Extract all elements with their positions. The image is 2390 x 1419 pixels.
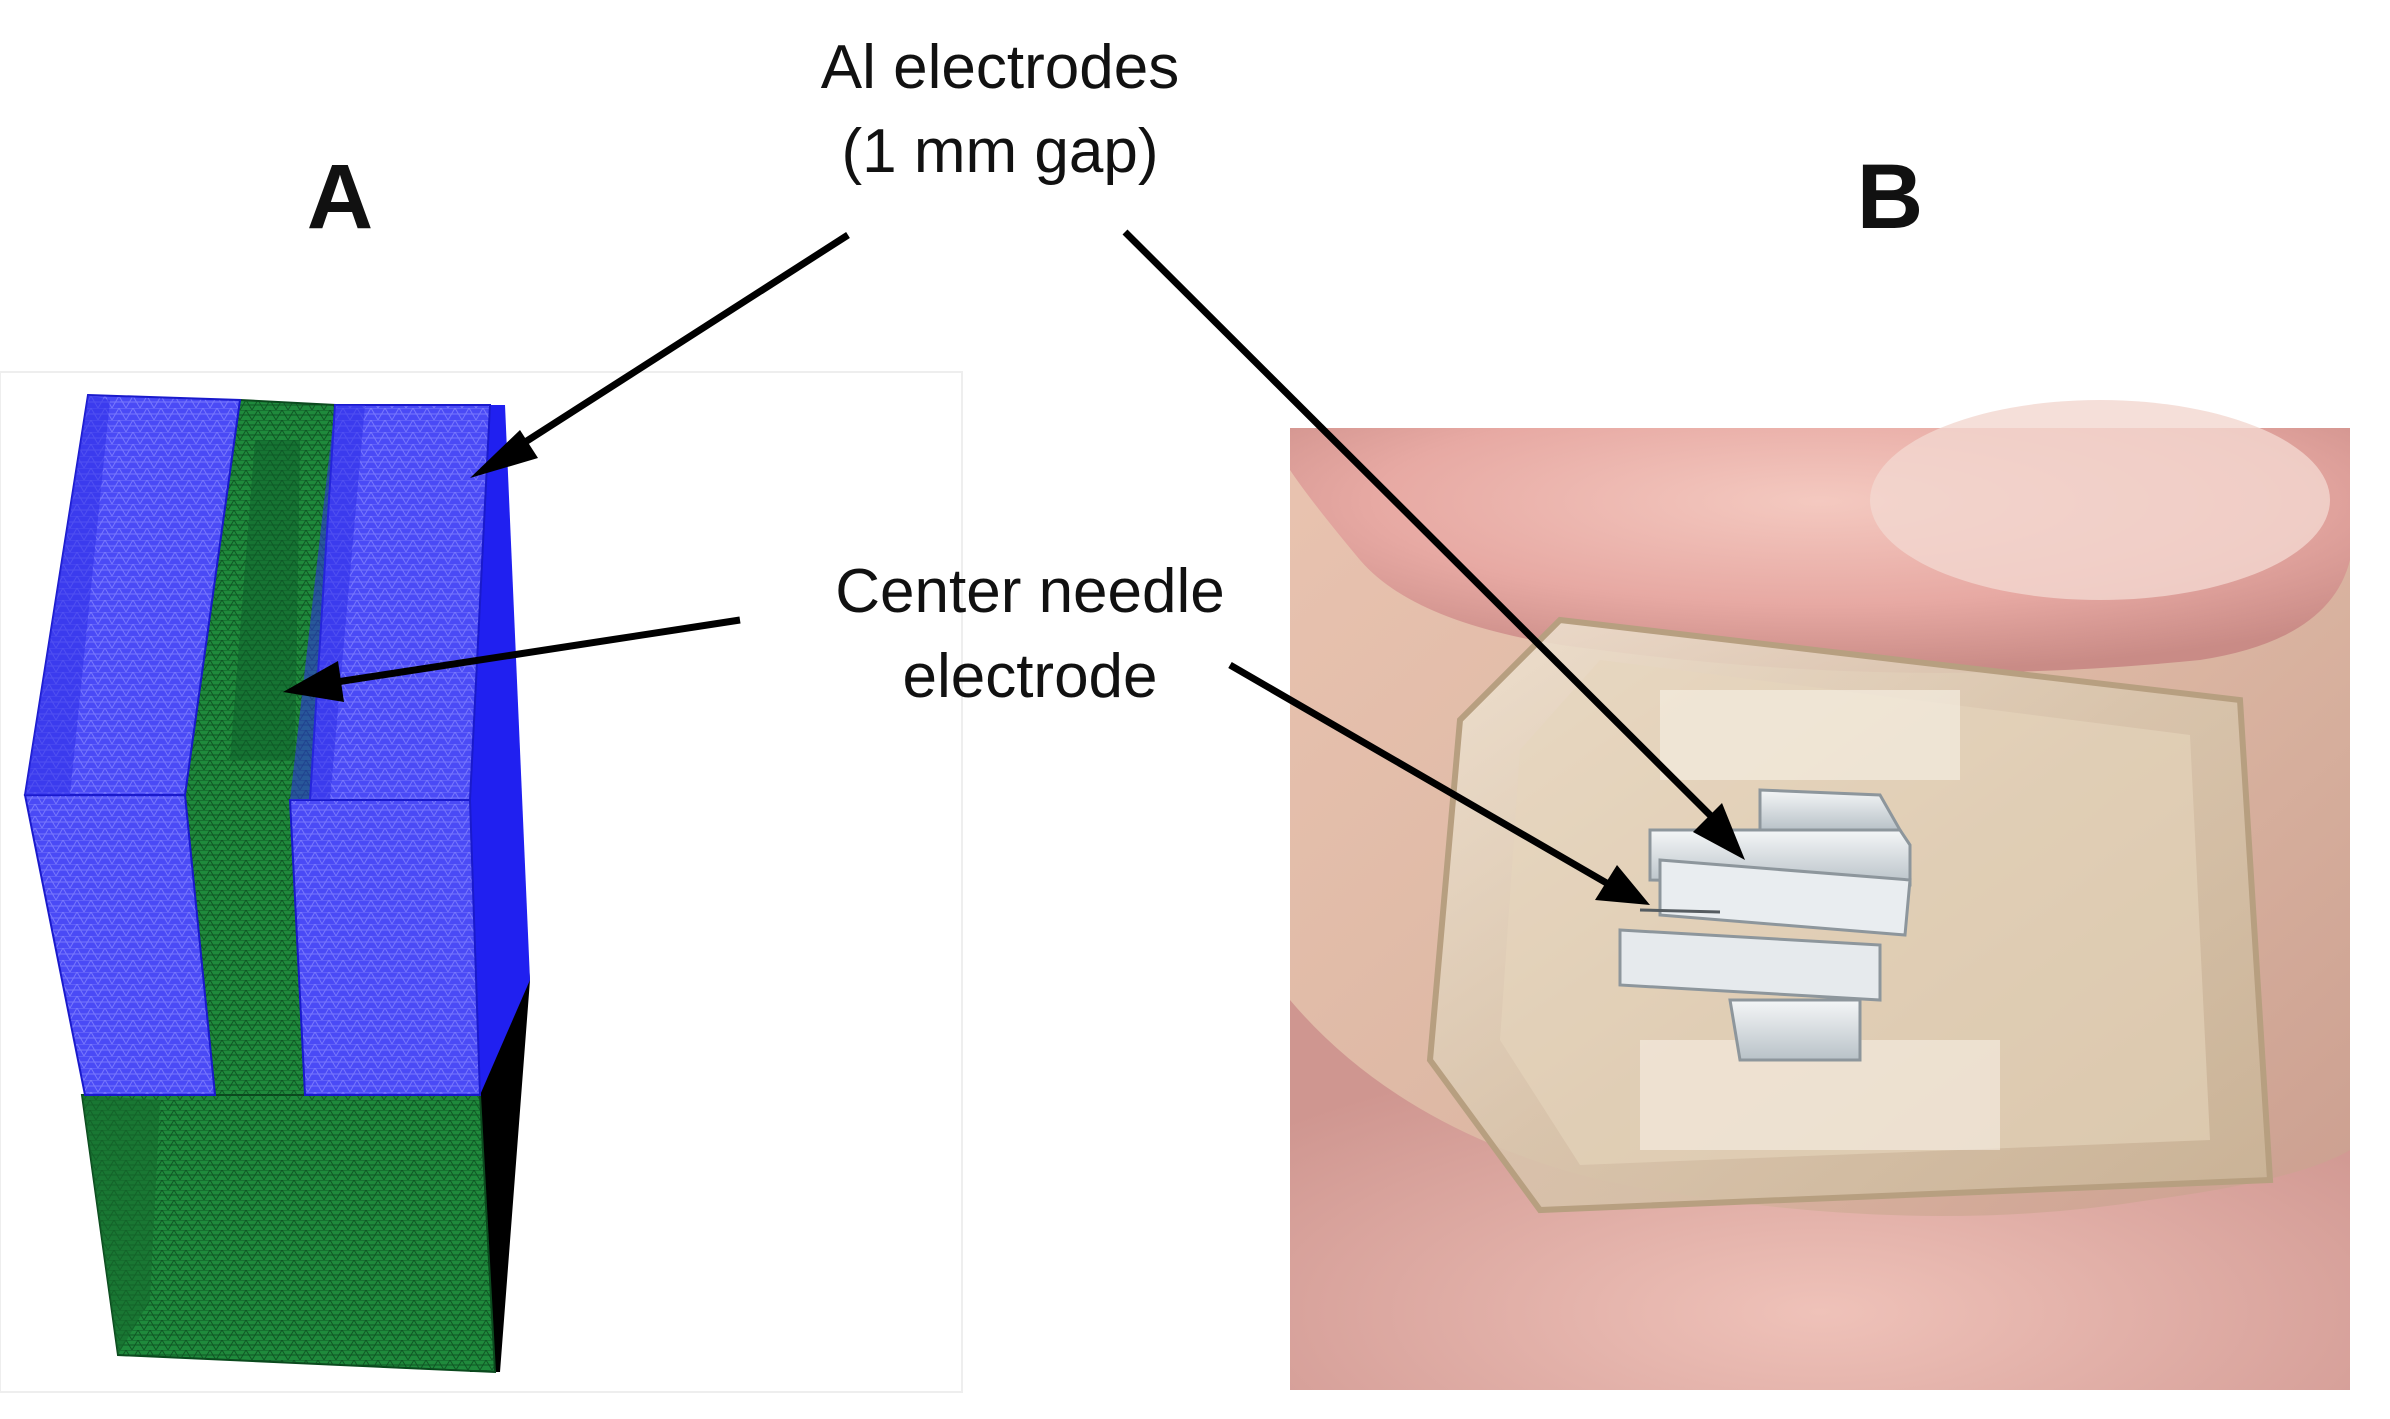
- panel-a-letter: A: [307, 146, 373, 248]
- photo-reflection-top: [1660, 690, 1960, 780]
- panel-b: [1290, 400, 2350, 1390]
- arrow-al-to-a: [503, 232, 850, 458]
- photo-fingernail: [1870, 400, 2330, 600]
- panel-a: [0, 371, 963, 1393]
- arrow-al-to-b-head: [1693, 803, 1745, 860]
- arrow-needle-to-b: [1228, 661, 1612, 889]
- photo-bottom-finger: [1290, 1000, 2350, 1390]
- arrow-al-to-a-head: [470, 430, 538, 478]
- arrow-needle-to-a-head: [283, 661, 344, 702]
- center-needle-label-line1: Center needle: [835, 557, 1225, 626]
- arrow-needle-to-b-head: [1595, 865, 1650, 905]
- center-needle-label-line2: electrode: [902, 642, 1157, 711]
- mesh-right-electrode-shade: [290, 405, 365, 800]
- photo-upper-bar: [1658, 858, 1912, 937]
- photo-upper-electrode-wing: [1758, 788, 1903, 832]
- photo-lower-bar: [1618, 928, 1882, 1002]
- arrow-al-to-b: [1122, 229, 1723, 828]
- mesh-center-needle-shade: [230, 440, 300, 760]
- arrow-needle-to-a: [329, 616, 741, 687]
- al-electrodes-label-line2: (1 mm gap): [842, 117, 1159, 186]
- annotation-arrows: [283, 229, 1745, 905]
- photo-needle: [1639, 908, 1721, 914]
- mesh-left-electrode-lower: [23, 794, 217, 1096]
- mesh-blue-side: [470, 405, 530, 1095]
- mesh-left-electrode-shade: [25, 395, 110, 795]
- mesh-right-electrode-lower: [288, 799, 482, 1096]
- panel-b-letter: B: [1857, 146, 1923, 248]
- photo-lower-electrode-wing: [1728, 998, 1862, 1062]
- mesh-base-shade: [82, 1095, 160, 1355]
- al-electrodes-label-line1: Al electrodes: [821, 33, 1179, 102]
